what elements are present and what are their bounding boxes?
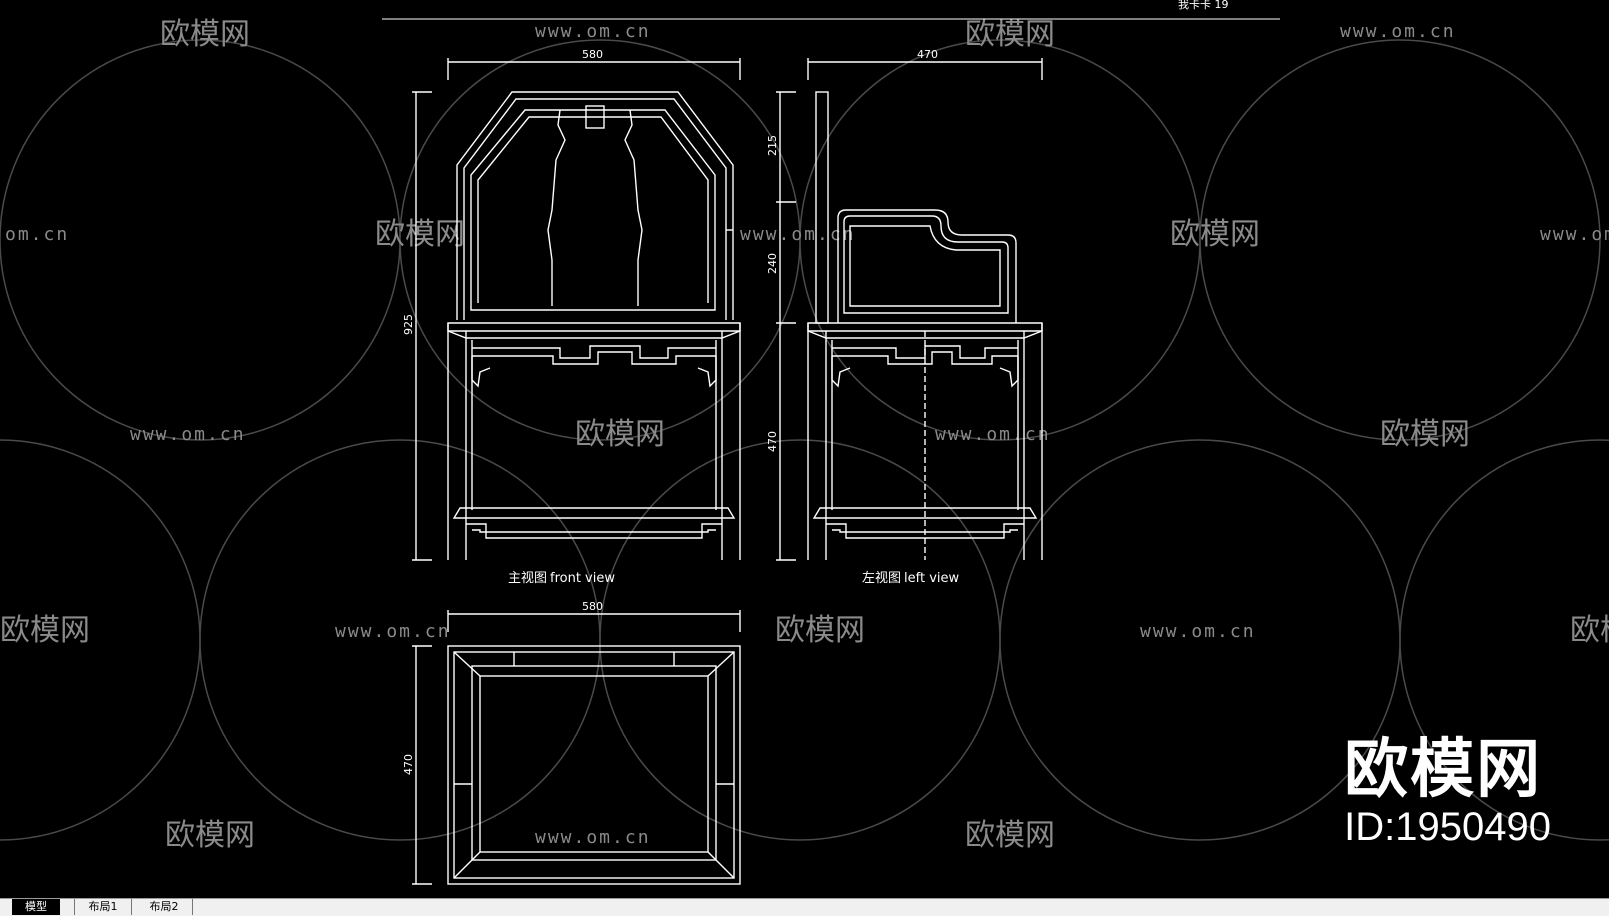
watermark-url: om.cn bbox=[5, 224, 69, 245]
tab-label: 布局2 bbox=[149, 900, 179, 913]
watermark-url: www.om.cn bbox=[535, 827, 651, 848]
watermark-circles bbox=[0, 39, 1609, 841]
caption-front-cn: 主视图 bbox=[508, 571, 547, 586]
title-block-text: 我卡卡 19 bbox=[1178, 0, 1229, 11]
watermark-cn: 欧模网 bbox=[165, 818, 255, 853]
tab-label: 模型 bbox=[25, 900, 47, 913]
dim-top-depth: 470 bbox=[402, 754, 415, 775]
watermark-cn: 欧模网 bbox=[965, 17, 1055, 52]
watermark-cn: 欧模网 bbox=[1380, 417, 1470, 452]
dim-back-lower: 240 bbox=[766, 253, 779, 274]
dim-side-width: 470 bbox=[917, 48, 938, 61]
dim-seat-height: 470 bbox=[766, 431, 779, 452]
watermark-cn: 欧模网 bbox=[775, 613, 865, 648]
top-view bbox=[412, 610, 741, 885]
caption-left-cn: 左视图 bbox=[862, 571, 901, 586]
watermark-cn: 欧模网 bbox=[1570, 613, 1609, 648]
watermark-cn: 欧模网 bbox=[375, 217, 465, 252]
caption-front-en: front view bbox=[550, 571, 615, 586]
watermark-cn: 欧模网 bbox=[160, 17, 250, 52]
watermark-texts: 欧模网 www.om.cn 欧模网 www.om.cn om.cn 欧模网 ww… bbox=[0, 17, 1609, 853]
watermark-url: www.om.cn bbox=[130, 424, 246, 445]
title-block: 我卡卡 19 bbox=[382, 0, 1280, 20]
watermark-cn: 欧模网 bbox=[965, 818, 1055, 853]
layout-tab-bar: 模型 布局1 布局2 bbox=[0, 898, 1609, 916]
left-view bbox=[776, 58, 1043, 561]
dim-front-width: 580 bbox=[582, 48, 603, 61]
brand-id: ID:1950490 bbox=[1344, 805, 1551, 849]
watermark-cn: 欧模网 bbox=[575, 417, 665, 452]
brand-name: 欧模网 bbox=[1344, 733, 1543, 807]
watermark-url: www.om.cn bbox=[740, 224, 856, 245]
dim-back-upper: 215 bbox=[766, 135, 779, 156]
front-view bbox=[412, 58, 741, 561]
tab-label: 布局1 bbox=[88, 900, 118, 913]
watermark-url: www.om.cn bbox=[1140, 621, 1256, 642]
tab-layout-1[interactable]: 布局1 bbox=[74, 899, 132, 915]
tab-model[interactable]: 模型 bbox=[12, 899, 60, 915]
dim-total-height: 925 bbox=[402, 314, 415, 335]
watermark-url: www.om.cn bbox=[535, 21, 651, 42]
dim-top-width: 580 bbox=[582, 600, 603, 613]
caption-left-en: left view bbox=[904, 571, 959, 586]
tab-layout-2[interactable]: 布局2 bbox=[136, 899, 193, 915]
watermark-url: www.om.cn bbox=[1540, 224, 1609, 245]
watermark-url: www.om.cn bbox=[935, 424, 1051, 445]
watermark-cn: 欧模网 bbox=[0, 613, 90, 648]
watermark-url: www.om.cn bbox=[1340, 21, 1456, 42]
brand-watermark: 欧模网 ID:1950490 bbox=[1344, 735, 1551, 849]
watermark-cn: 欧模网 bbox=[1170, 217, 1260, 252]
watermark-url: www.om.cn bbox=[335, 621, 451, 642]
